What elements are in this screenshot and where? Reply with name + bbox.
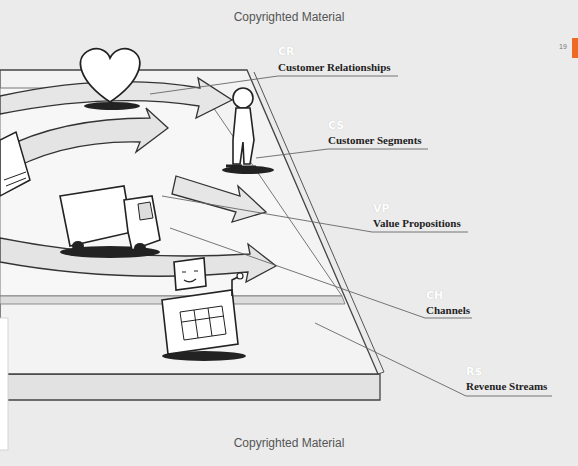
- register-face: [182, 271, 198, 282]
- truck-cargo: [60, 186, 132, 246]
- truck-cab: [124, 196, 160, 250]
- page-tab: [572, 38, 578, 58]
- block-name: Channels: [426, 304, 470, 316]
- register-body: [162, 290, 238, 354]
- page-number: 19: [559, 43, 567, 51]
- platform-top: [0, 70, 378, 374]
- leader-line: [315, 323, 552, 396]
- block-name: Customer Segments: [328, 134, 422, 146]
- person-body: [233, 108, 254, 164]
- copyright-notice: Copyrighted Material: [234, 11, 345, 24]
- page-edge: [0, 318, 8, 450]
- flow-arrow: [172, 176, 266, 222]
- block-code: CH: [426, 290, 443, 302]
- truck-window: [138, 202, 153, 220]
- block-code: VP: [373, 203, 390, 215]
- person-head: [233, 88, 253, 108]
- wheel: [72, 241, 84, 251]
- heart-icon: [80, 49, 139, 102]
- block-name: Revenue Streams: [466, 380, 547, 392]
- key-resource: [0, 132, 30, 196]
- platform-edge: [378, 372, 384, 374]
- block-name: Value Propositions: [373, 217, 461, 229]
- leader-line: [150, 76, 398, 94]
- register-keys: [180, 306, 226, 340]
- register-display: [174, 258, 206, 290]
- wheel: [134, 243, 146, 253]
- block-code: R$: [466, 366, 482, 378]
- leader-line: [162, 196, 468, 232]
- leader-line: [170, 228, 472, 318]
- copyright-notice: Copyrighted Material: [234, 437, 345, 450]
- block-name: Customer Relationships: [278, 61, 391, 73]
- leader-line: [256, 149, 428, 158]
- inner-tier: [0, 88, 342, 296]
- flow-arrow: [0, 238, 276, 282]
- shadow: [84, 102, 140, 110]
- keyboard: [4, 172, 26, 186]
- register-handle: [237, 273, 243, 279]
- platform-front: [0, 374, 380, 400]
- person-feet: [226, 166, 256, 167]
- block-code: CR: [278, 46, 295, 58]
- block-code: CS: [328, 120, 344, 132]
- shadow: [222, 166, 274, 174]
